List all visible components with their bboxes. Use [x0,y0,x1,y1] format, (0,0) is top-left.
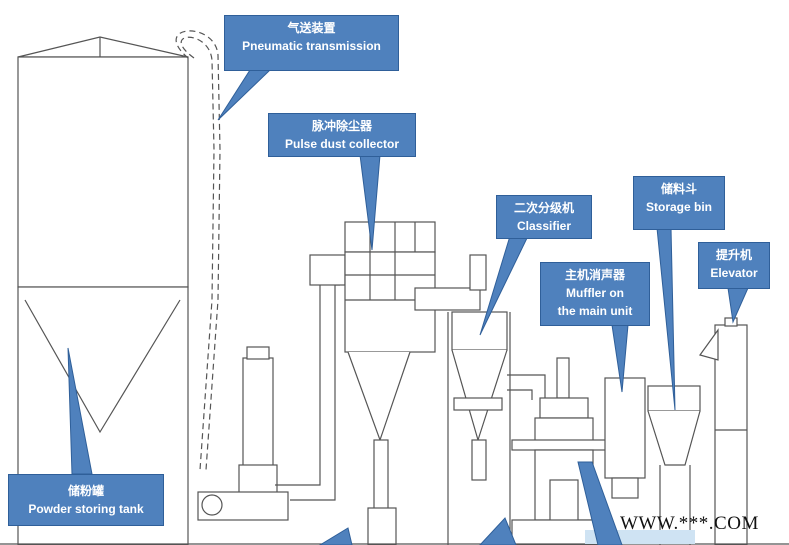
callout-storage-bin: 储料斗 Storage bin [633,176,725,230]
callout-powder-storing-tank: 储粉罐 Powder storing tank [8,474,164,526]
label-en: Powder storing tank [28,502,144,516]
label-en: Storage bin [645,200,712,214]
pulse-dust-collector [344,221,436,545]
muffler [604,377,646,499]
callout-elevator: 提升机 Elevator [698,242,770,289]
label-zh: 储粉罐 [67,484,104,498]
classifier [447,254,511,545]
blower [197,346,289,521]
label-zh: 二次分级机 [513,201,574,215]
label-en: Elevator [710,266,758,280]
label-zh: 气送装置 [287,21,336,35]
callout-classifier: 二次分级机 Classifier [496,195,592,239]
label-zh: 储料斗 [660,182,697,196]
label-en-line1: Muffler on [566,286,624,300]
label-zh: 主机消声器 [564,268,625,282]
callout-pneumatic-transmission: 气送装置 Pneumatic transmission [224,15,399,71]
label-zh: 提升机 [715,248,752,262]
powder-storing-tank [17,36,189,545]
label-en: Pneumatic transmission [242,39,381,53]
main-mill [511,357,608,545]
callout-muffler: 主机消声器 Muffler on the main unit [540,262,650,326]
pneumatic-pipe [175,30,221,471]
label-en-line2: the main unit [557,304,633,318]
watermark-text: WWW.***.COM [620,513,759,534]
elevator [699,317,748,545]
callout-pulse-dust-collector: 脉冲除尘器 Pulse dust collector [268,113,416,157]
label-en: Classifier [516,219,572,233]
label-en: Pulse dust collector [284,137,400,151]
label-zh: 脉冲除尘器 [311,119,372,133]
